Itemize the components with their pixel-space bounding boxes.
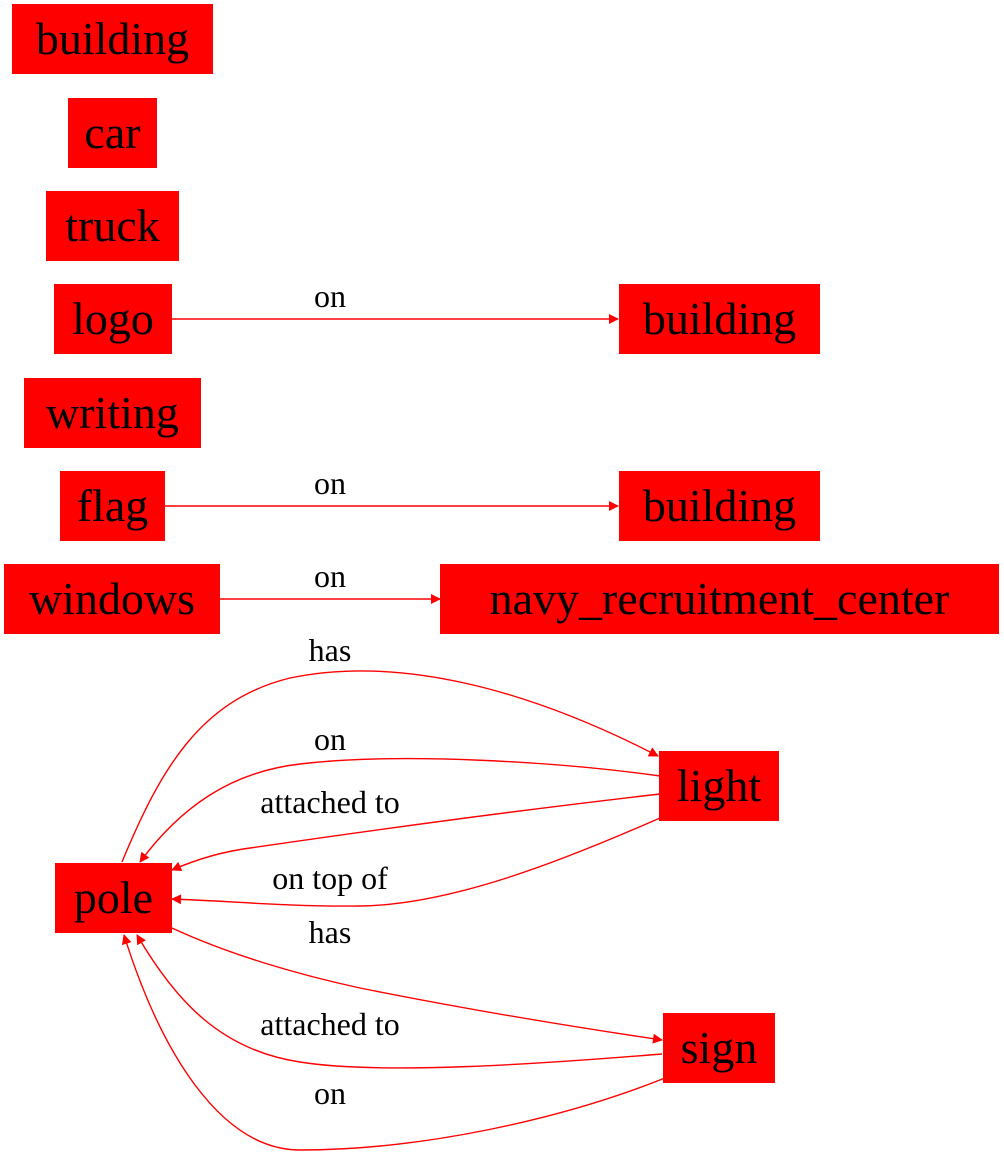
node-light: light <box>659 751 779 821</box>
edge-label-light-on: on <box>314 721 346 757</box>
edge-label-pole-has-sign: has <box>309 914 352 950</box>
edge-label-logo-on: on <box>314 278 346 314</box>
edge-label-light-attached-to: attached to <box>260 784 399 820</box>
node-logo: logo <box>54 284 172 354</box>
edge-label-flag-on: on <box>314 465 346 501</box>
node-windows: windows <box>4 564 220 634</box>
edge-label-light-on-top-of: on top of <box>272 860 388 896</box>
node-building: building <box>12 4 213 74</box>
edge-label-windows-on: on <box>314 558 346 594</box>
edge-pole-has-light <box>121 670 659 863</box>
node-navy-recruitment-center: navy_recruitment_center <box>440 564 999 634</box>
edge-pole-has-sign <box>171 927 663 1044</box>
edge-light-attached-to-pole <box>171 793 661 871</box>
node-sign: sign <box>663 1013 775 1083</box>
node-building: building <box>619 471 820 541</box>
node-car: car <box>68 98 157 168</box>
edge-light-on-pole <box>139 757 661 863</box>
node-truck: truck <box>46 191 179 261</box>
node-flag: flag <box>60 471 165 541</box>
node-building: building <box>619 284 820 354</box>
edge-light-on-top-of-pole <box>171 817 661 907</box>
edge-sign-on-pole <box>121 934 666 1151</box>
edge-label-pole-has-light: has <box>309 632 352 668</box>
edge-label-sign-on: on <box>314 1075 346 1111</box>
edge-sign-attached-to-pole <box>136 934 663 1069</box>
edge-label-sign-attached-to: attached to <box>260 1006 399 1042</box>
node-pole: pole <box>55 863 172 933</box>
node-writing: writing <box>24 378 201 448</box>
